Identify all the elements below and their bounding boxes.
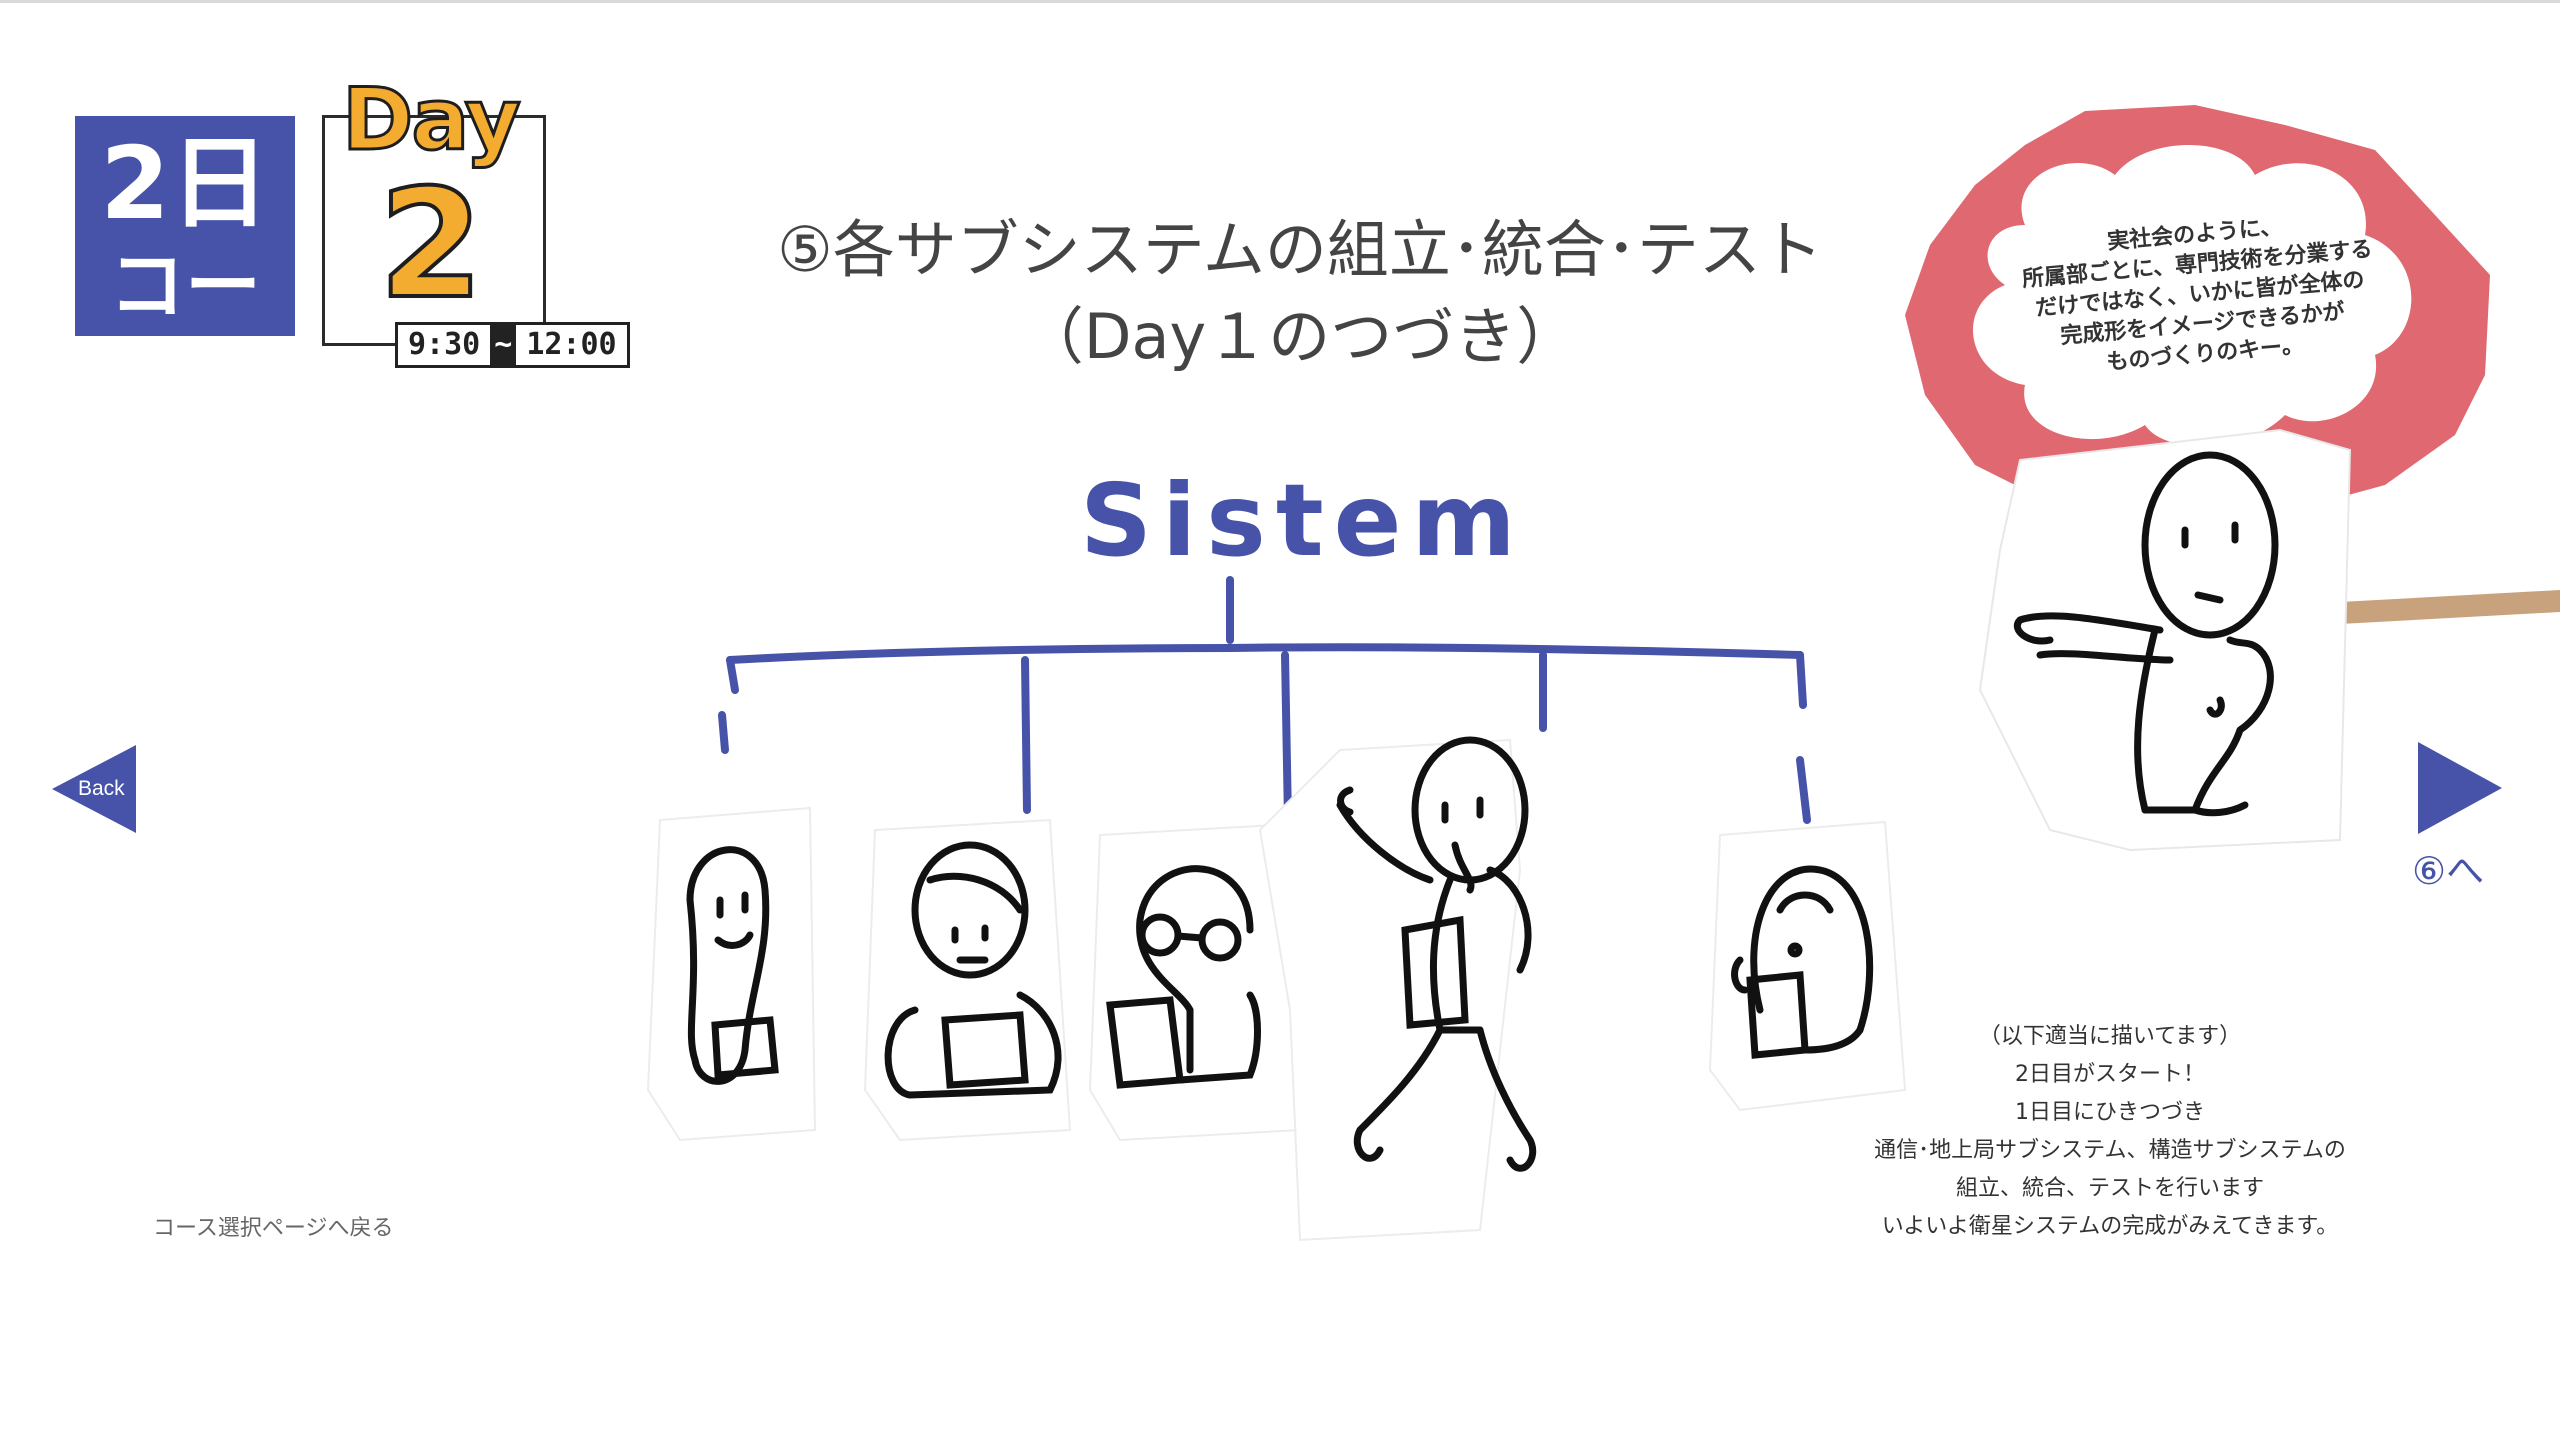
member-card-2	[863, 818, 1072, 1142]
back-arrow-button[interactable]: Back	[52, 745, 136, 833]
next-arrow-icon	[2418, 742, 2502, 834]
system-diagram: Sistem	[646, 462, 1907, 1242]
connector-branch-1	[718, 656, 739, 754]
note-line: いよいよ衛星システムの完成がみえてきます。	[1881, 1214, 2339, 1239]
note-line: 組立、統合、テストを行います	[1955, 1176, 2264, 1201]
pointing-figure-card	[1978, 428, 2352, 852]
member-card-5	[1708, 820, 1907, 1112]
diagram-root-label: Sistem	[1080, 462, 1526, 579]
top-divider	[0, 0, 2560, 3]
time-separator: ~	[490, 325, 517, 365]
member-card-3	[1088, 823, 1302, 1142]
day-calendar	[322, 115, 546, 346]
page-title: ⑤各サブシステムの組立･統合･テスト	[777, 213, 1823, 286]
note-line: 通信･地上局サブシステム、構造サブシステムの	[1874, 1138, 2346, 1163]
course-select-back-link[interactable]: コース選択ページへ戻る	[153, 1216, 394, 1241]
day-word: Day	[341, 70, 523, 170]
time-end: 12:00	[526, 327, 617, 362]
back-arrow-icon	[52, 745, 136, 833]
course-badge: 2日 コース	[75, 116, 295, 412]
time-range: 9:30 ~ 12:00	[395, 322, 630, 368]
bubble-background	[1905, 105, 2490, 525]
member-card-4	[1258, 736, 1537, 1242]
time-start: 9:30	[408, 327, 481, 362]
connector-horizontal	[726, 643, 1804, 664]
note-line: （以下適当に描いてます）	[1978, 1024, 2242, 1049]
day-number: 2	[377, 158, 485, 332]
page-subtitle: （Day１のつづき）	[1021, 300, 1579, 373]
back-label: Back	[78, 777, 125, 800]
connector-branch-2	[1021, 656, 1031, 814]
note-line: 1日目にひきつづき	[2015, 1100, 2205, 1125]
connector-branch-5	[1796, 651, 1811, 824]
next-page-link[interactable]: ⑥へ	[2412, 849, 2485, 893]
note-line: 2日目がスタート！	[2015, 1062, 2205, 1087]
member-card-1	[646, 806, 817, 1142]
description-note: （以下適当に描いてます） 2日目がスタート！ 1日目にひきつづき 通信･地上局サ…	[1810, 1018, 2410, 1246]
next-arrow-button[interactable]	[2418, 742, 2502, 834]
wooden-stick	[2340, 590, 2560, 624]
connector-branch-3	[1281, 651, 1292, 824]
course-badge-days: 2日	[100, 125, 270, 242]
course-badge-label: コース	[109, 241, 261, 414]
